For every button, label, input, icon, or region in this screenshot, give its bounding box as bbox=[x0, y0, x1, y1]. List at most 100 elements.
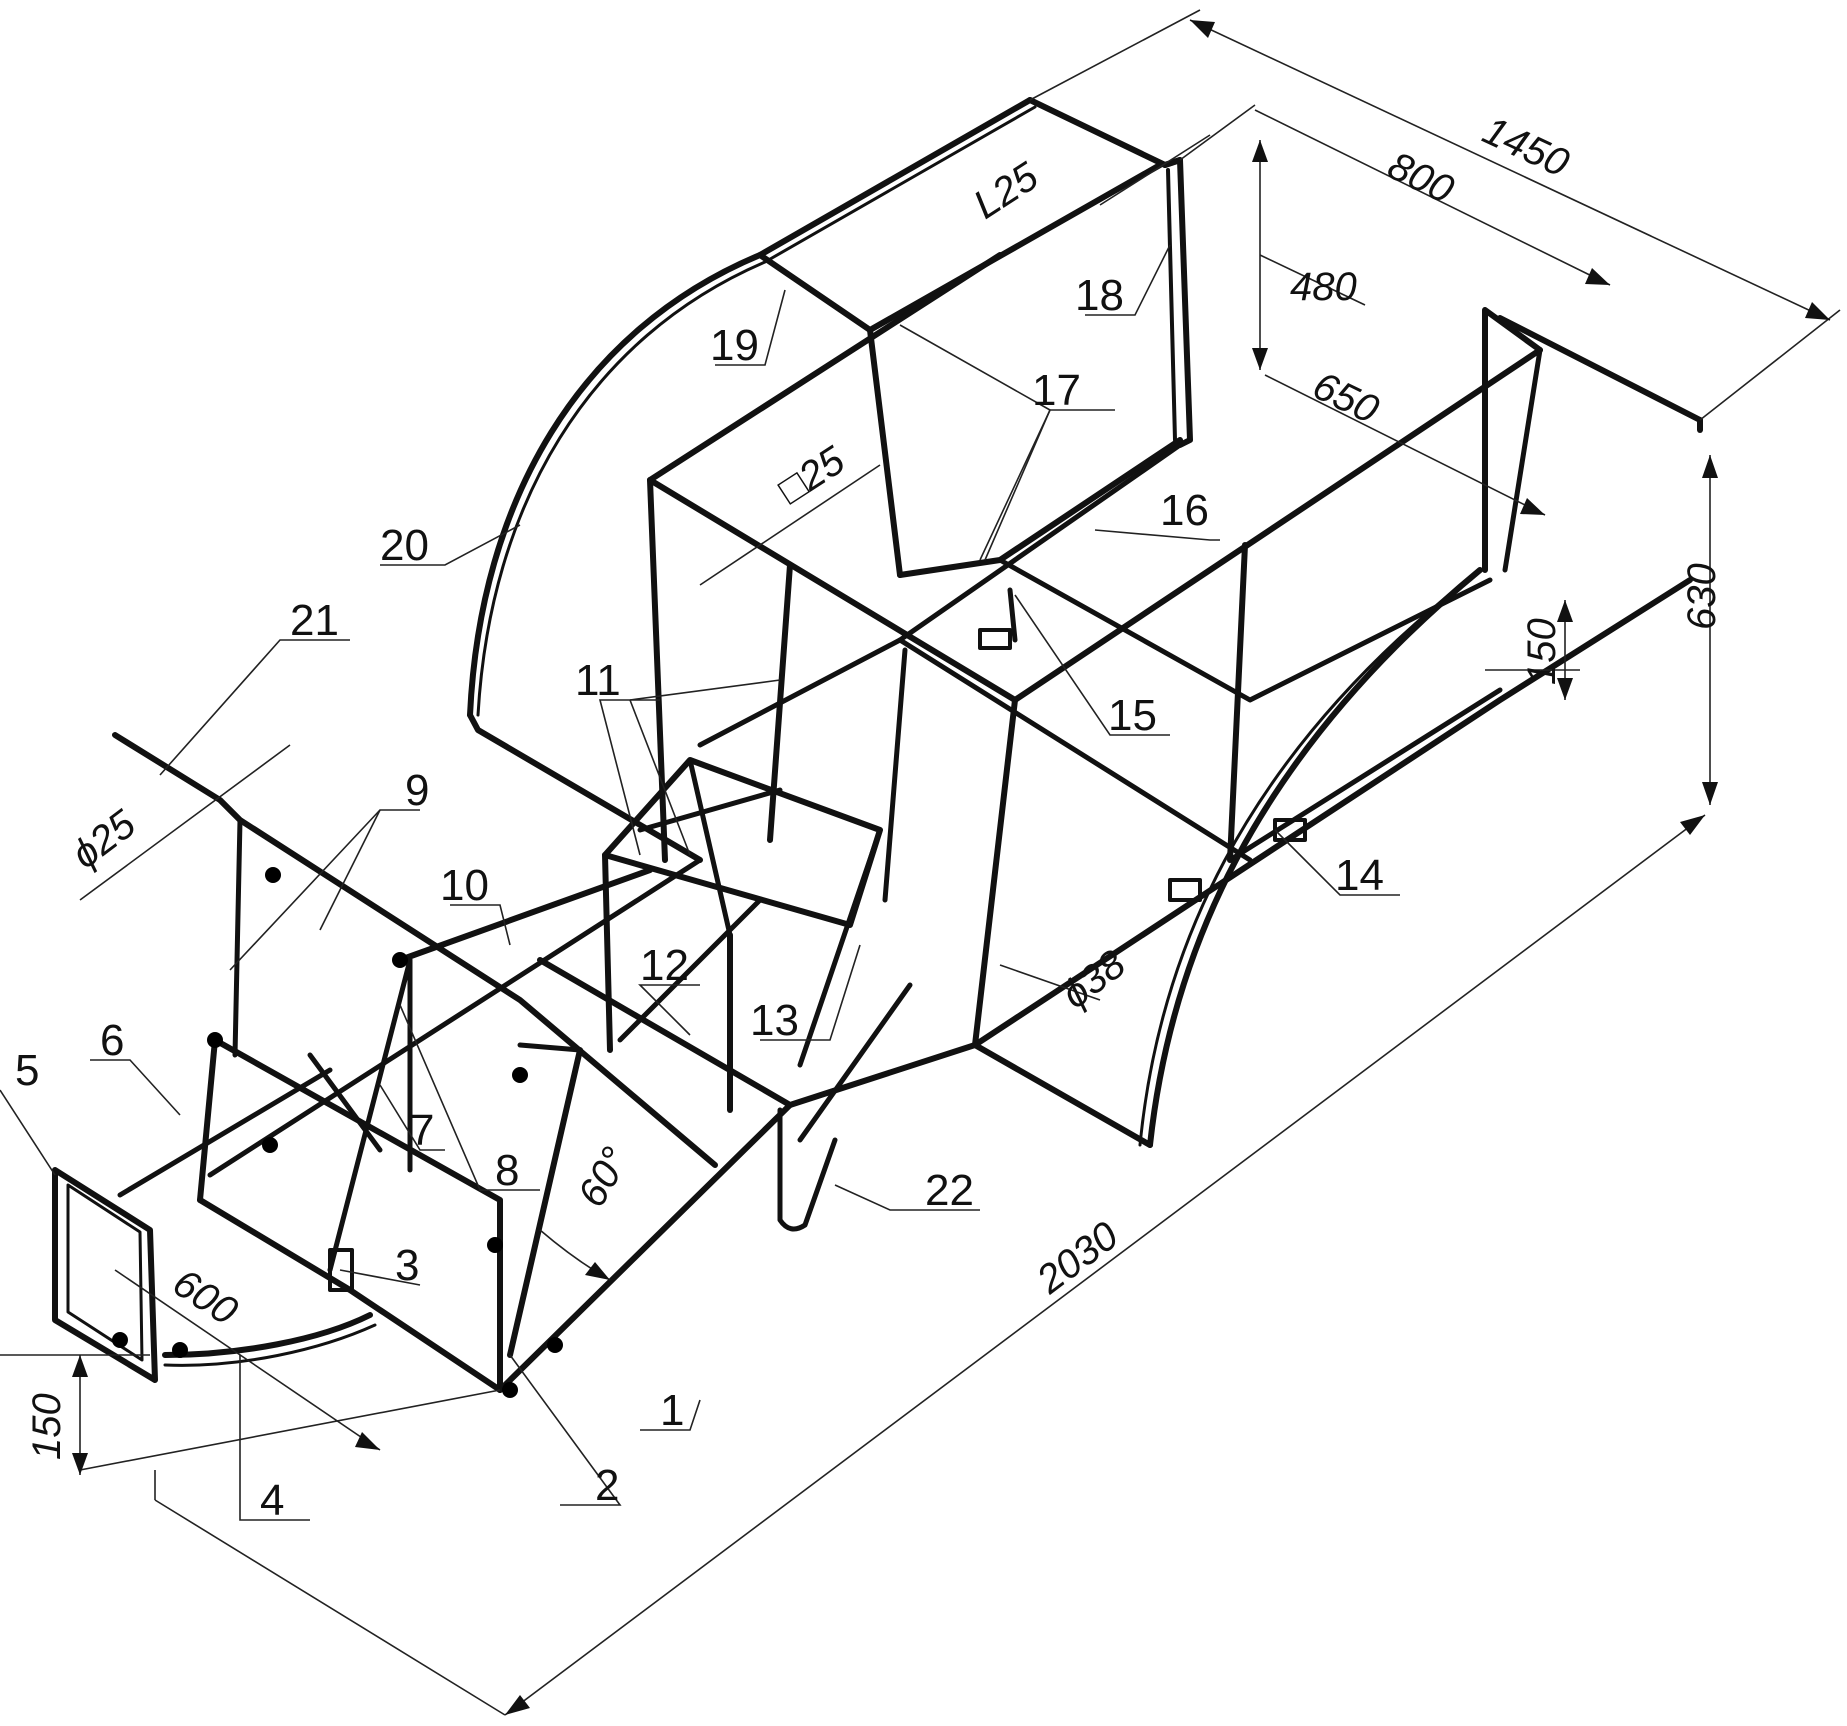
callout-6: 6 bbox=[100, 1016, 124, 1065]
callout-18: 18 bbox=[1075, 271, 1124, 320]
arrow-630-top bbox=[1702, 455, 1718, 478]
callout-20: 20 bbox=[380, 521, 429, 570]
tube-38-label: ϕ38 bbox=[1054, 941, 1134, 1017]
dim-800-ext-a bbox=[1179, 104, 1256, 161]
cage-inner-post bbox=[882, 647, 908, 903]
callout-7: 7 bbox=[410, 1106, 434, 1155]
fender-base-rail bbox=[972, 1042, 1153, 1148]
arrow-480-top bbox=[1252, 140, 1268, 162]
arrow-650 bbox=[1520, 498, 1545, 515]
step-box-top bbox=[602, 757, 883, 928]
cage-front-left-post bbox=[647, 477, 668, 863]
arrow-150l-bot bbox=[72, 1453, 88, 1475]
plate-15 bbox=[1168, 878, 1202, 902]
dim-1450: 1450 bbox=[1476, 108, 1575, 185]
callout-3: 3 bbox=[395, 1241, 419, 1290]
roof-crossbar-19 bbox=[757, 252, 873, 333]
leader-4 bbox=[239, 1355, 310, 1521]
arrow-60 bbox=[585, 1262, 610, 1280]
lug-10 bbox=[172, 1342, 188, 1358]
lug-7 bbox=[207, 1032, 223, 1048]
leader-17b bbox=[979, 409, 1115, 561]
plate-17 bbox=[978, 628, 1012, 650]
front-cross-rail bbox=[212, 1037, 503, 1393]
front-bumper-5-inner bbox=[66, 1183, 144, 1362]
lug-2 bbox=[392, 952, 408, 968]
brace-10 bbox=[397, 867, 653, 963]
roof-arch-20-inner bbox=[476, 105, 1037, 717]
callout-17: 17 bbox=[1032, 366, 1081, 415]
floor-diagonal bbox=[797, 982, 913, 1143]
dim-480: 480 bbox=[1290, 265, 1357, 309]
dim-800-line bbox=[1254, 109, 1611, 286]
dim-2030-line bbox=[504, 814, 1706, 1716]
arrowheads bbox=[72, 20, 1830, 1715]
rear-hook-22 bbox=[777, 1107, 838, 1232]
rear-top-crossbar bbox=[1497, 315, 1703, 423]
leader-6 bbox=[90, 1059, 181, 1116]
dim-650-line bbox=[1264, 374, 1546, 516]
front-left-post-9 bbox=[232, 817, 243, 1058]
leader-7 bbox=[379, 1084, 445, 1151]
leader-19 bbox=[715, 289, 786, 366]
arrow-150l-top bbox=[72, 1355, 88, 1377]
angle-60: 60° bbox=[570, 1140, 638, 1214]
rear-diagonal bbox=[1502, 347, 1543, 573]
rear-fender-arch-inner bbox=[1138, 576, 1472, 1147]
leader-8 bbox=[399, 1004, 540, 1191]
leader-16 bbox=[1094, 529, 1220, 541]
leader-10 bbox=[450, 904, 511, 946]
arrow-800 bbox=[1585, 268, 1610, 285]
callout-2: 2 bbox=[595, 1461, 619, 1510]
leader-18 bbox=[1085, 244, 1171, 316]
leader-5 bbox=[0, 1089, 56, 1176]
step-inner-rail bbox=[637, 787, 783, 833]
leader-22 bbox=[834, 1184, 980, 1211]
dim-1450-ext-a bbox=[1029, 9, 1201, 101]
cage-top-rear bbox=[647, 252, 1003, 483]
dim-1450-ext-b bbox=[1699, 309, 1841, 421]
arrow-150r-top bbox=[1557, 600, 1573, 622]
front-diagonal-7 bbox=[327, 957, 413, 1273]
seat-back-post-17 bbox=[867, 327, 903, 578]
callout-5: 5 bbox=[15, 1046, 39, 1095]
lower-right-rail bbox=[972, 577, 1693, 1048]
dim-phi25-line bbox=[79, 744, 291, 901]
dim-phi38-line bbox=[999, 964, 1101, 1001]
rear-post-18 bbox=[1162, 157, 1193, 448]
arrow-150r-bot bbox=[1557, 678, 1573, 700]
rear-right-post bbox=[1482, 307, 1543, 573]
callout-12: 12 bbox=[640, 941, 689, 990]
dim-630: 630 bbox=[1680, 563, 1724, 630]
lug-5 bbox=[502, 1382, 518, 1398]
arrow-1450-a bbox=[1190, 20, 1215, 38]
callout-16: 16 bbox=[1160, 486, 1209, 535]
step-diagonal-13 bbox=[797, 827, 883, 1068]
leader-13 bbox=[760, 944, 861, 1041]
arrow-480-bot bbox=[1252, 348, 1268, 370]
callout-14: 14 bbox=[1335, 851, 1384, 900]
arrow-600 bbox=[355, 1432, 380, 1450]
seat-support-15 bbox=[1007, 587, 1018, 643]
seat-cross-rail bbox=[997, 557, 1493, 703]
lug-8 bbox=[262, 1137, 278, 1153]
leader-21 bbox=[159, 639, 350, 776]
leader-9b bbox=[319, 809, 381, 931]
arrow-630-bot bbox=[1702, 782, 1718, 805]
side-rail-1 bbox=[497, 1102, 793, 1393]
vehicle-frame bbox=[52, 97, 1703, 1398]
leader-lines bbox=[0, 244, 1400, 1521]
step-box-back bbox=[687, 757, 733, 938]
dim-600-ext bbox=[79, 1389, 501, 1471]
cage-mid-right-post bbox=[1227, 542, 1248, 863]
center-long-rail bbox=[207, 857, 703, 1178]
dim-150-left: 150 bbox=[25, 1393, 69, 1460]
dim-480-leader bbox=[1259, 254, 1366, 306]
leader-12 bbox=[638, 984, 700, 1036]
dim-1450-line bbox=[1189, 19, 1831, 321]
callout-10: 10 bbox=[440, 861, 489, 910]
arrow-1450-b bbox=[1805, 302, 1830, 320]
callout-19: 19 bbox=[710, 321, 759, 370]
strut-cap bbox=[517, 1042, 583, 1053]
